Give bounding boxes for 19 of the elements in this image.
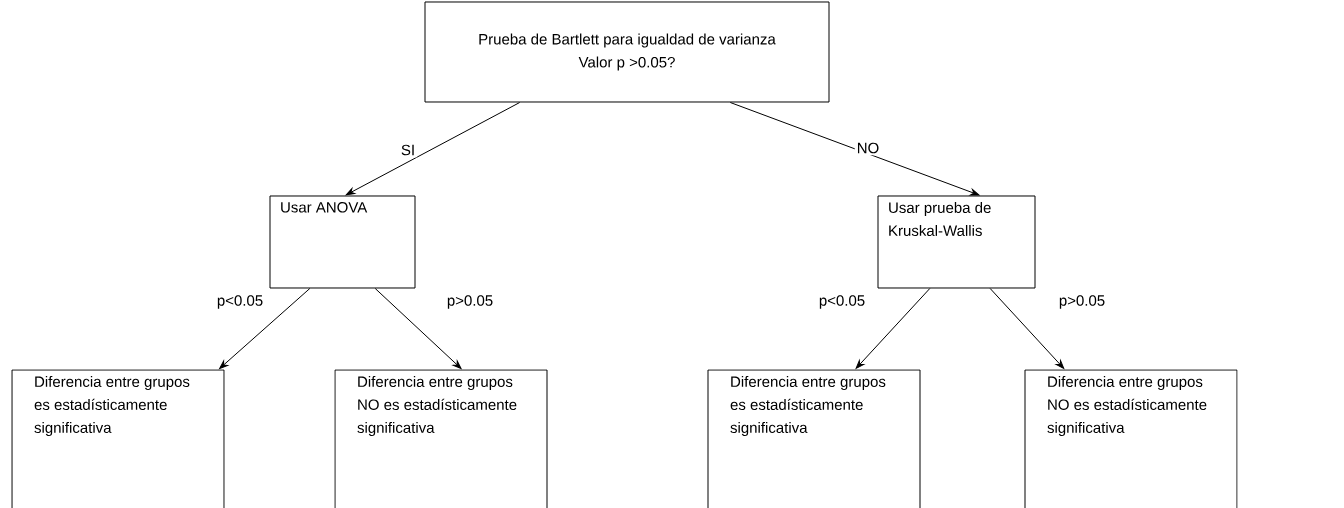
process-box: Usar ANOVA <box>269 195 416 289</box>
arrow <box>345 102 521 196</box>
edge-label: p>0.05 <box>444 293 496 311</box>
arrow <box>855 288 931 369</box>
edge-label: p<0.05 <box>214 293 266 311</box>
edge-label: p>0.05 <box>1056 293 1108 311</box>
result-box: Diferencia entre grupos es estadísticamente significativa <box>707 369 921 508</box>
question-box: Prueba de Bartlett para igualdad de varianza Valor p >0.05? <box>424 1 830 103</box>
arrow <box>219 288 311 369</box>
process-box: Usar prueba de Kruskal-Wallis <box>877 195 1036 289</box>
edge-label: NO <box>854 140 882 156</box>
result-box: Diferencia entre grupos NO es estadísticamente significativa <box>1024 369 1238 508</box>
edge-label: p<0.05 <box>816 293 868 311</box>
arrow <box>729 102 980 196</box>
result-box: Diferencia entre grupos es estadísticamente significativa <box>11 369 225 508</box>
result-box: Diferencia entre grupos NO es estadísticamente significativa <box>334 369 548 508</box>
arrow <box>374 288 462 369</box>
arrow <box>989 288 1065 369</box>
edge-label: SI <box>398 142 418 158</box>
